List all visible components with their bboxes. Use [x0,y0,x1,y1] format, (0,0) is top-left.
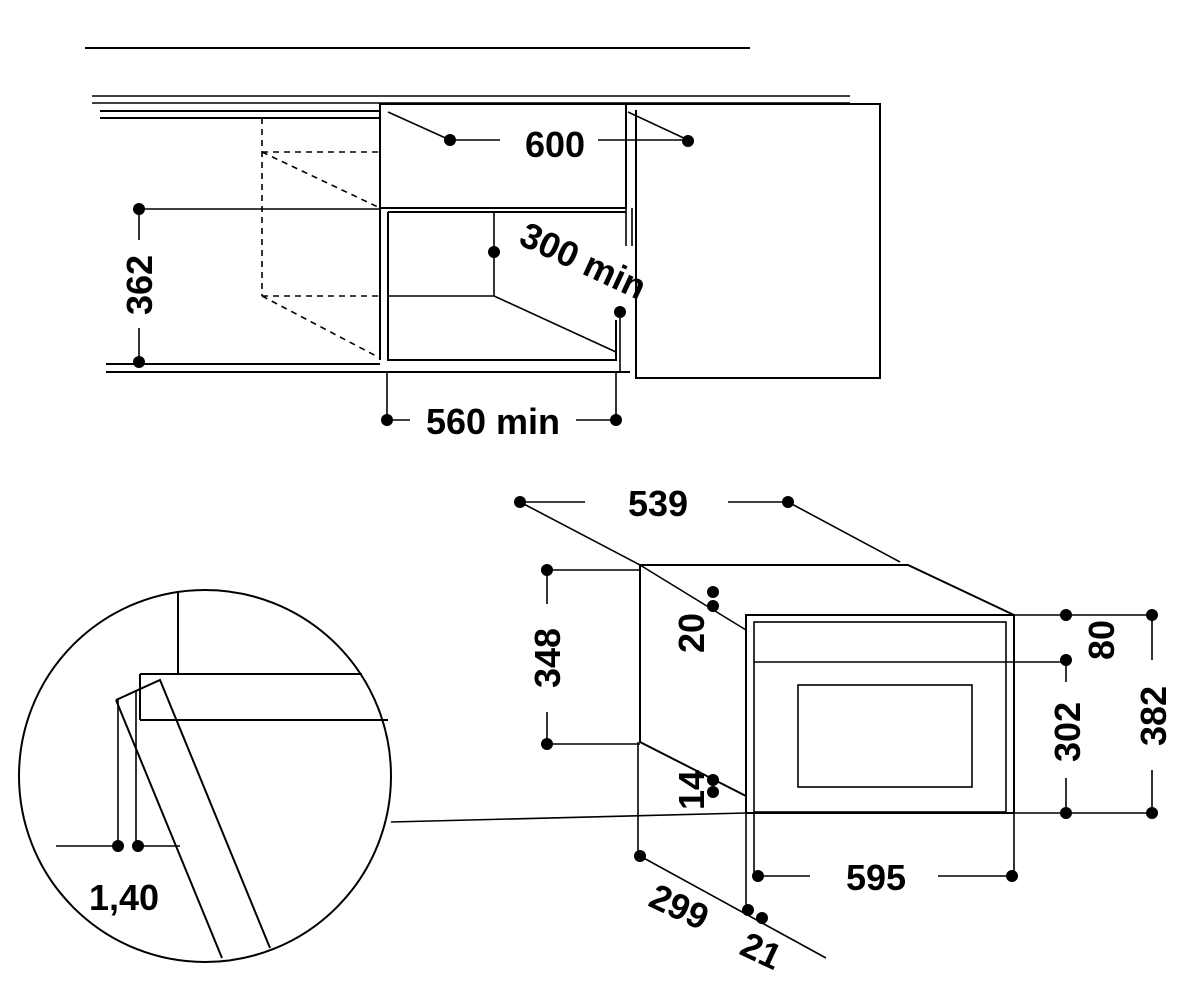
dim-depth-539: 539 [628,483,688,524]
base-line [106,363,630,373]
appliance-side-face [639,565,747,797]
niche-floor-diagonal [493,295,617,353]
dim-595-end [1006,870,1018,882]
appliance-top-face [640,564,1015,616]
dim-offset-14: 14 [671,770,712,810]
upper-cabinet-diagonal [387,111,451,141]
detail-circle [18,589,392,963]
dim-offset-20: 20 [671,613,712,653]
dim-302-bottom [1060,807,1072,819]
dim-20-bottom [707,600,719,612]
niche-front [379,208,617,361]
appliance-front-inner [753,621,1007,813]
dim-299-end [742,904,754,916]
dim-thickness-21: 21 [734,924,788,978]
dim-gap-end [132,840,144,852]
dim-21-end [756,912,768,924]
dim-20-top [707,586,719,598]
right-cabinet-diagonal [627,111,689,141]
dim-height-348: 348 [527,628,568,688]
dim-300-start [488,246,500,258]
dim-gap-1-40: 1,40 [89,877,159,918]
dim-height-362: 362 [119,255,160,315]
dim-gap-start [112,840,124,852]
appliance-front-frame [745,614,1015,814]
appliance-side-top-edge [639,564,747,631]
dim-600-end [682,135,694,147]
dim-539-ext-left [519,501,641,566]
dim-door-302: 302 [1047,702,1088,762]
dim-14-top [707,774,719,786]
right-cabinet [626,103,881,379]
detail-magnifier: 1,40 [18,589,747,963]
dim-depth-299: 299 [643,875,715,938]
dim-382-bottom [1146,807,1158,819]
dim-80-top [1060,609,1072,621]
niche-back-wall [388,212,495,297]
detail-door-profile [115,678,271,959]
upper-cabinet [379,103,627,209]
detail-leader-line [390,812,747,823]
appliance-dimension-view: 539 348 20 14 80 302 382 [514,483,1174,978]
dim-362-bottom [133,356,145,368]
dim-299-line [639,855,827,959]
dim-14-bottom [707,786,719,798]
dim-300-end [614,306,626,318]
dim-width-600: 600 [525,124,585,165]
dim-width-560-min: 560 min [426,401,560,442]
dim-width-595: 595 [846,857,906,898]
hidden-lines [261,118,381,359]
cabinet-installation-view: 600 362 300 min 560 min [85,47,881,442]
dim-panel-80: 80 [1081,620,1122,660]
dim-539-ext-right [787,501,901,563]
shelf-front-edge [100,110,380,119]
door-window [797,684,973,788]
dim-height-382: 382 [1133,686,1174,746]
